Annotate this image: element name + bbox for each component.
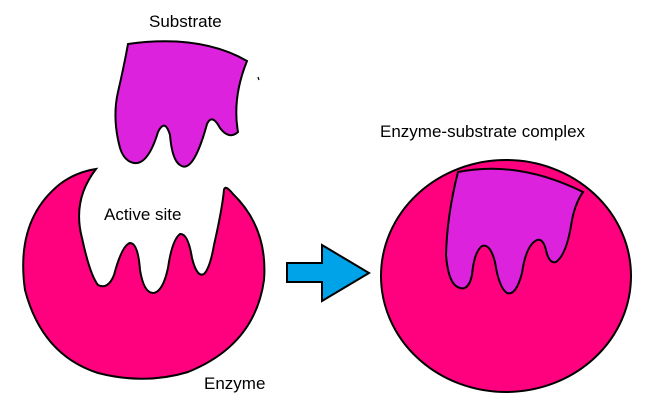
substrate-shape xyxy=(114,40,249,168)
enzyme-shape xyxy=(22,167,266,380)
substrate-label: Substrate xyxy=(149,12,222,31)
complex-label: Enzyme-substrate complex xyxy=(380,122,586,141)
substrate-fragment-mark xyxy=(257,76,260,81)
right-arrow-icon xyxy=(286,243,371,303)
active-site-label: Active site xyxy=(104,205,182,224)
enzyme-label: Enzyme xyxy=(204,374,266,393)
complex-substrate-shape xyxy=(444,167,585,295)
